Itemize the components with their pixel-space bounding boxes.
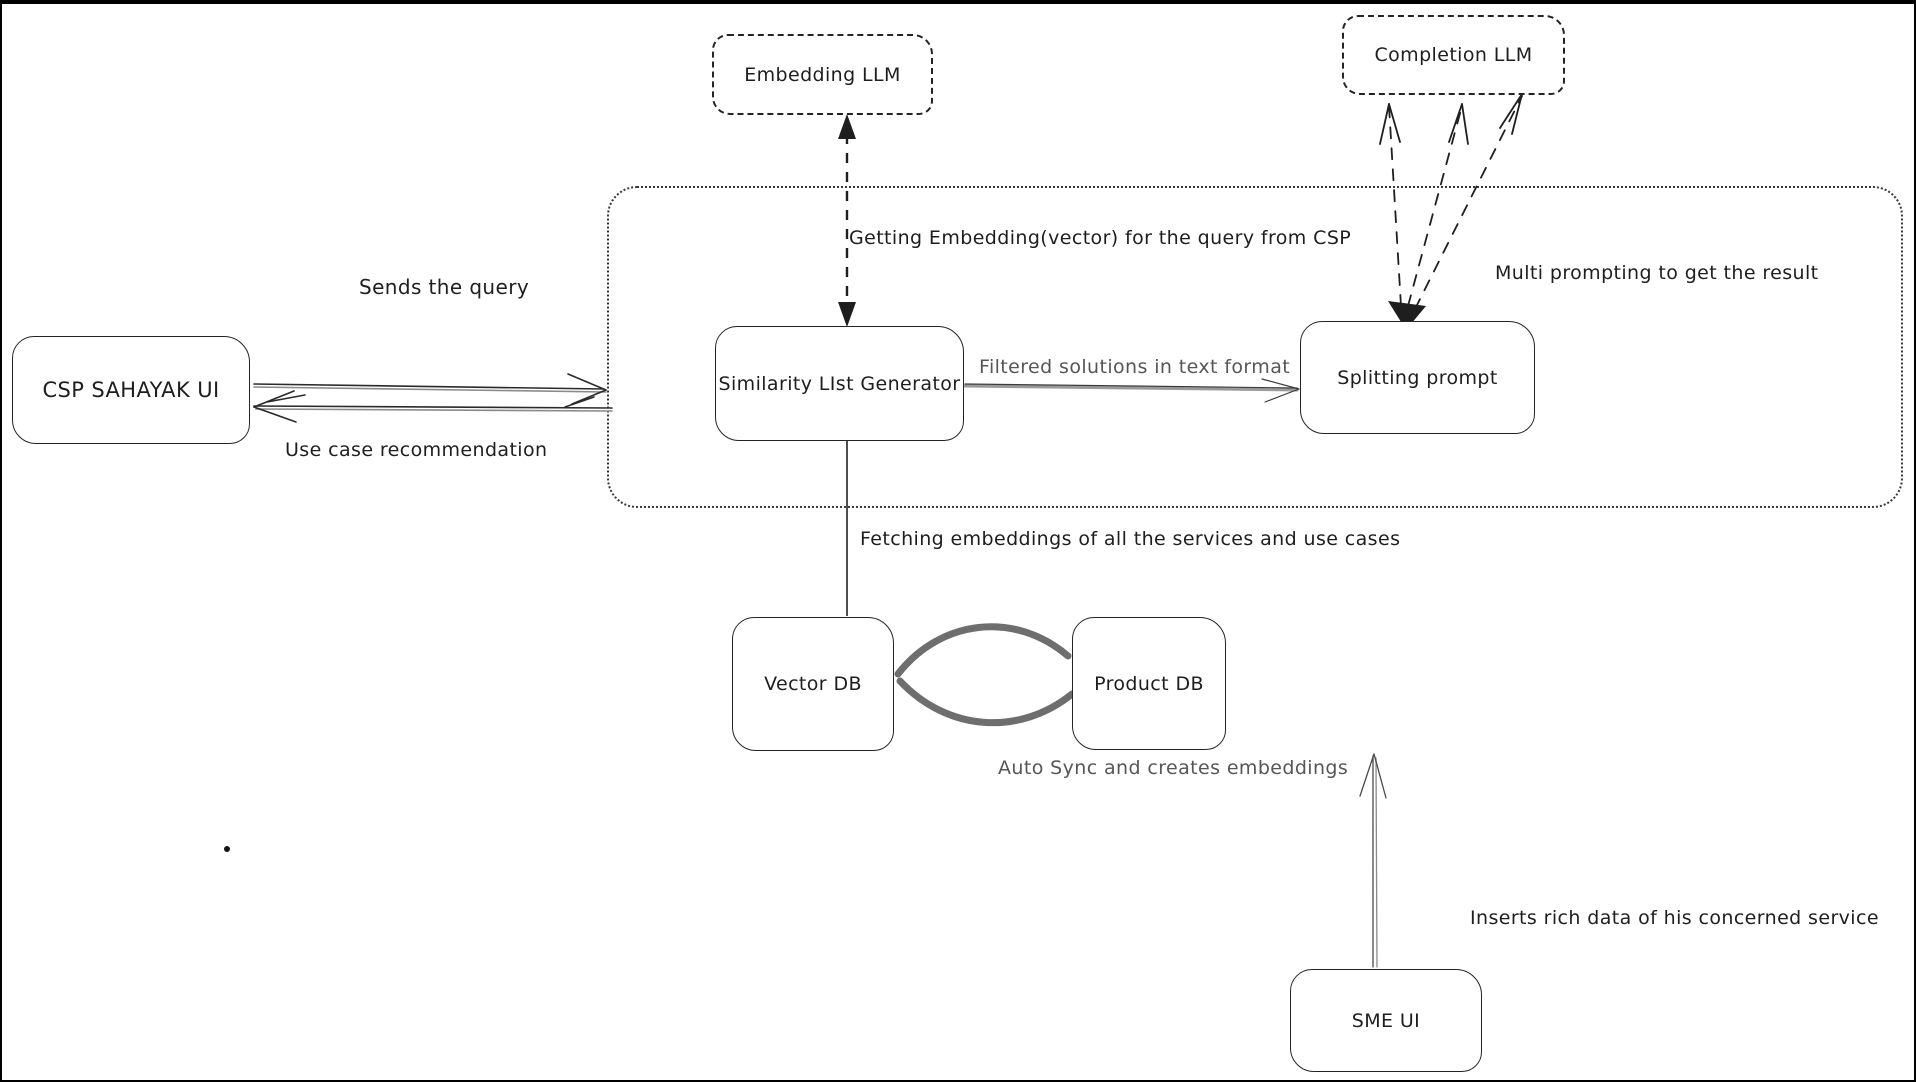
node-vector-db: Vector DB (732, 617, 894, 751)
node-label: Product DB (1094, 672, 1204, 695)
auto-sync-arcs (894, 623, 1076, 727)
multi-prompting-arrows (1379, 93, 1523, 330)
node-splitting-prompt: Splitting prompt (1300, 321, 1535, 434)
label-auto-sync: Auto Sync and creates embeddings (998, 757, 1349, 779)
ink-dot (224, 846, 230, 852)
label-getting-embedding: Getting Embedding(vector) for the query … (849, 227, 1352, 249)
diagram-wires (224, 93, 1523, 968)
node-product-db: Product DB (1072, 617, 1226, 750)
node-label: SME UI (1351, 1009, 1421, 1032)
use-case-recommendation-arrow (253, 390, 613, 423)
node-similarity-list-generator: Similarity LIst Generator (715, 326, 964, 441)
node-embedding-llm: Embedding LLM (712, 34, 933, 115)
node-label: Splitting prompt (1337, 366, 1498, 389)
filtered-solutions-arrow (963, 378, 1300, 403)
node-label: Similarity LIst Generator (718, 372, 961, 395)
processing-group-container (607, 186, 1903, 508)
node-completion-llm: Completion LLM (1342, 15, 1565, 95)
node-label: Embedding LLM (744, 63, 901, 86)
label-multi-prompting: Multi prompting to get the result (1495, 262, 1819, 284)
label-use-case-recommendation: Use case recommendation (285, 439, 548, 461)
label-filtered-solutions: Filtered solutions in text format (979, 356, 1291, 378)
node-csp-sahayak-ui: CSP SAHAYAK UI (12, 336, 250, 444)
node-sme-ui: SME UI (1290, 969, 1482, 1072)
label-sends-query: Sends the query (359, 275, 530, 299)
node-label: Completion LLM (1374, 44, 1533, 66)
node-label: CSP SAHAYAK UI (42, 378, 220, 402)
node-label: Vector DB (764, 673, 862, 695)
inserts-data-arrow (1359, 753, 1387, 968)
label-inserts-rich-data: Inserts rich data of his concerned servi… (1470, 907, 1879, 929)
getting-embedding-arrow (838, 114, 856, 327)
label-fetching-embeddings: Fetching embeddings of all the services … (860, 528, 1401, 550)
sends-query-arrow (253, 373, 607, 408)
